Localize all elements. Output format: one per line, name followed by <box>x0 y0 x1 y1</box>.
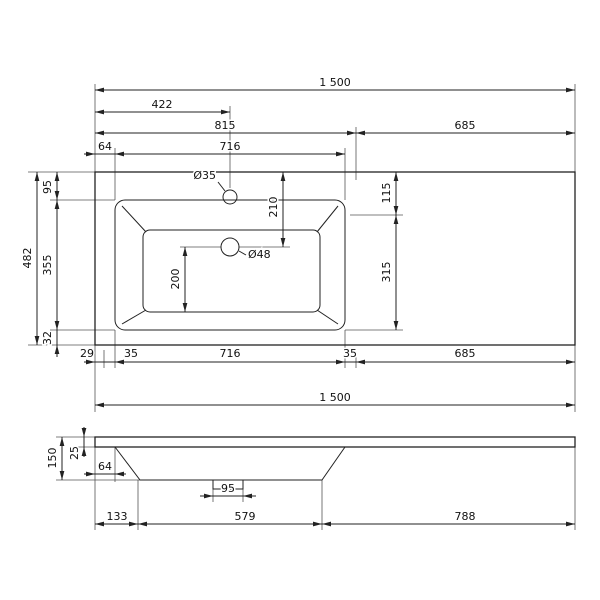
dim-top-thickness: 25 <box>68 446 81 460</box>
basin-corner-slope <box>316 205 339 233</box>
dim-basin-width-bottom: 716 <box>220 347 241 360</box>
dim-rim-offset-front: 32 <box>41 331 54 345</box>
dim-overall-width-middle: 1 500 <box>319 391 351 404</box>
faucet-hole <box>222 189 238 205</box>
dim-bottom-35-left: 35 <box>124 347 138 360</box>
basin-rim-outline <box>114 199 346 331</box>
basin-floor-outline <box>142 229 321 313</box>
bowl-profile <box>114 446 346 481</box>
between-views-dimension: 1 500 <box>95 390 575 408</box>
countertop-profile <box>94 436 576 448</box>
dim-right-basin-depth: 315 <box>380 262 393 283</box>
drain-stub <box>212 479 244 490</box>
countertop-outline <box>94 171 576 346</box>
dim-drain-to-front: 200 <box>169 269 182 290</box>
dim-basin-outer-width: 716 <box>220 140 241 153</box>
drain-leader-line <box>238 250 247 256</box>
drain-hole <box>220 237 240 257</box>
dim-right-offset-top: 115 <box>380 183 393 204</box>
basin-corner-slope <box>121 205 147 233</box>
dim-faucet-center: 422 <box>152 98 173 111</box>
basin-corner-slope <box>121 309 147 325</box>
dim-overall-depth: 482 <box>21 248 34 269</box>
dim-overall-width-top: 1 500 <box>319 76 351 89</box>
dim-bottom-left-offset: 133 <box>107 510 128 523</box>
dim-drain-width: 95 <box>221 482 235 495</box>
dim-basin-outer-depth: 355 <box>41 255 54 276</box>
label-faucet-diameter: Ø35 <box>193 169 216 182</box>
dim-bowl-bottom-width: 579 <box>235 510 256 523</box>
dim-shelf-width-top: 685 <box>455 119 476 132</box>
faucet-leader-line <box>217 181 226 192</box>
dim-faucet-to-drain: 210 <box>267 197 280 218</box>
dim-basin-zone-width: 815 <box>215 119 236 132</box>
top-view: 1 500 422 815 685 64 716 Ø35 Ø48 95 355 … <box>20 75 576 412</box>
dim-rim-offset-left: 64 <box>98 140 112 153</box>
dim-rim-offset-back: 95 <box>41 180 54 194</box>
dim-bottom-29: 29 <box>80 347 94 360</box>
dim-bottom-35-right: 35 <box>343 347 357 360</box>
front-view: 150 25 64 95 133 579 788 <box>45 427 576 530</box>
dim-overall-height: 150 <box>46 448 59 469</box>
dim-shelf-width-bottom: 685 <box>455 347 476 360</box>
label-drain-diameter: Ø48 <box>248 248 271 261</box>
basin-corner-slope <box>316 309 339 325</box>
dim-bottom-right-width: 788 <box>455 510 476 523</box>
dim-front-rim-offset-left: 64 <box>98 460 112 473</box>
